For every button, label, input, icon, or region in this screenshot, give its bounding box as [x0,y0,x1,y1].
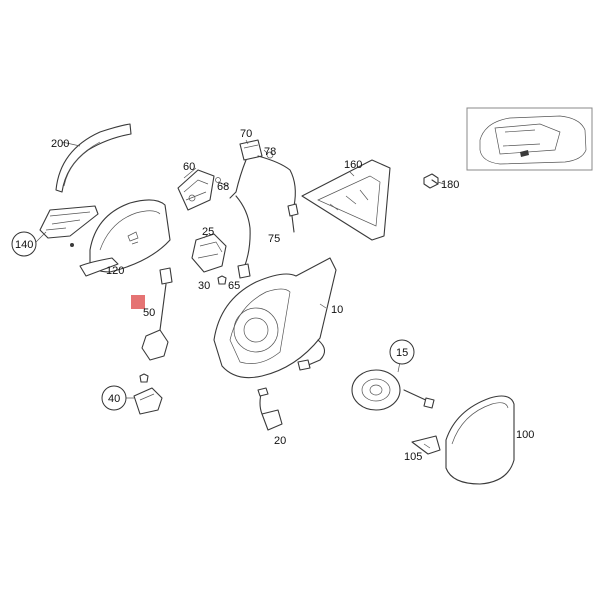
label-105: 105 [404,451,422,463]
part-120-mirror-housing [79,199,171,277]
label-65: 65 [228,280,240,292]
part-40-module [133,373,163,415]
label-40: 40 [108,393,120,405]
part-30-screw [217,275,227,285]
part-180-bolt [423,173,439,189]
label-60: 60 [183,161,195,173]
label-120: 120 [106,265,124,277]
callout-labels: 200 140 120 60 68 70 78 25 30 65 75 160 … [11,128,534,463]
part-60-bracket [177,169,221,211]
part-100-mirror-glass [445,395,515,485]
label-75: 75 [268,233,280,245]
vehicle-locator-thumbnail [466,107,593,171]
part-200-cover-trim [55,123,132,193]
label-20: 20 [274,435,286,447]
label-70: 70 [240,128,252,140]
part-160-base-plate [301,159,391,241]
label-68: 68 [217,181,229,193]
circle-15 [389,339,415,365]
label-30: 30 [198,280,210,292]
label-50: 50 [143,307,155,319]
part-20-sensor-cable [257,387,283,431]
part-70-sensor [229,139,299,233]
part-140-turn-signal [39,205,99,247]
circle-140 [11,231,37,257]
label-180: 180 [441,179,459,191]
part-10-mirror-base [213,257,337,379]
label-10: 10 [331,304,343,316]
highlight-marker [131,295,145,309]
label-25: 25 [202,226,214,238]
part-25-adjust-motor [191,233,227,273]
part-15-glass-actuator [351,369,435,411]
label-15: 15 [396,347,408,359]
label-140: 140 [15,239,33,251]
part-65-cable [235,195,251,279]
label-200: 200 [51,138,69,150]
circle-40 [101,385,127,411]
part-50-connector-cable [131,267,173,361]
label-160: 160 [344,159,362,171]
label-100: 100 [516,429,534,441]
label-78: 78 [264,146,276,158]
